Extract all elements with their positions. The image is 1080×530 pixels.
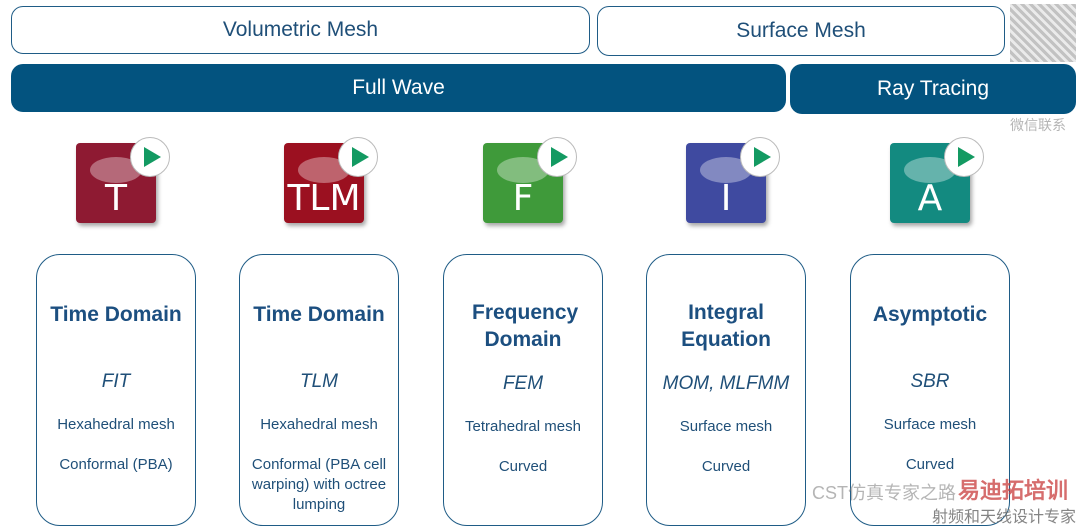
icon-letter: A [917, 178, 943, 219]
solver-mesh: Surface mesh [883, 416, 977, 433]
icon-letter: F [512, 178, 534, 219]
solver-icon-f[interactable]: F [483, 137, 577, 223]
solver-card: Time Domain FIT Hexahedral mesh Conforma… [36, 254, 196, 526]
slogan-watermark: 射频和天线设计专家 [932, 509, 1077, 526]
solver-feature: Curved [905, 456, 955, 473]
full-wave-label: Full Wave [11, 64, 786, 112]
ray-tracing-label: Ray Tracing [790, 64, 1076, 114]
solver-icon-t[interactable]: T [76, 137, 170, 223]
solver-icon-i[interactable]: I [686, 137, 780, 223]
solver-icon-tlm[interactable]: TLM [284, 137, 378, 223]
solver-feature: Curved [701, 458, 751, 475]
surface-mesh-label: Surface Mesh [597, 6, 1005, 56]
play-icon[interactable] [338, 137, 378, 177]
brand-watermark: 易迪拓培训 [958, 478, 1069, 503]
solver-method: FIT [101, 371, 131, 392]
solver-feature: Conformal (PBA cell warping) with octree… [251, 456, 387, 513]
play-icon[interactable] [944, 137, 984, 177]
play-icon[interactable] [130, 137, 170, 177]
solver-title: Asymptotic [872, 303, 988, 326]
solver-method: SBR [910, 371, 950, 392]
icon-letter: I [720, 178, 732, 219]
solver-icon-a[interactable]: A [890, 137, 984, 223]
solver-card: Asymptotic SBR Surface mesh Curved [850, 254, 1010, 526]
play-icon[interactable] [537, 137, 577, 177]
solver-method: MOM, MLFMM [662, 373, 790, 394]
solver-method: FEM [502, 373, 544, 394]
solver-title: Time Domain [50, 303, 182, 326]
qr-code [1010, 4, 1076, 62]
solver-mesh: Hexahedral mesh [260, 416, 378, 433]
solver-method: TLM [300, 371, 338, 392]
solver-title: Integral Equation [681, 301, 771, 351]
solver-mesh: Surface mesh [679, 418, 773, 435]
solver-card: Time Domain TLM Hexahedral mesh Conforma… [239, 254, 399, 526]
icon-letter: T [105, 178, 127, 219]
icon-letter: TLM [287, 178, 361, 219]
solver-feature: Curved [498, 458, 548, 475]
solver-card: Integral Equation MOM, MLFMM Surface mes… [646, 254, 806, 526]
play-icon[interactable] [740, 137, 780, 177]
solver-title: Frequency Domain [472, 301, 579, 351]
solver-title: Time Domain [253, 303, 385, 326]
solver-card: Frequency Domain FEM Tetrahedral mesh Cu… [443, 254, 603, 526]
volumetric-mesh-label: Volumetric Mesh [11, 6, 590, 54]
qr-caption: 微信联系 [1010, 117, 1066, 133]
solver-feature: Conformal (PBA) [59, 456, 173, 473]
solver-mesh: Hexahedral mesh [57, 416, 175, 433]
solver-mesh: Tetrahedral mesh [465, 418, 581, 435]
wechat-watermark: CST仿真专家之路 [812, 483, 956, 503]
